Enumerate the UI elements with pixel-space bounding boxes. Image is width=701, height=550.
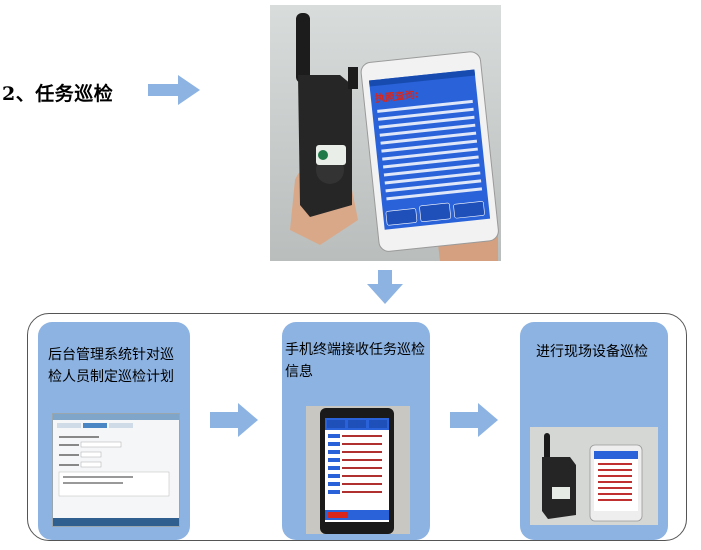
main-photo: 执照查询: bbox=[270, 5, 501, 261]
process-frame bbox=[27, 313, 687, 541]
right-arrow-2 bbox=[450, 403, 498, 437]
device-photo bbox=[530, 427, 658, 525]
phone-photo bbox=[306, 406, 410, 534]
photo-illustration: 执照查询: bbox=[270, 5, 501, 261]
step-panel-3: 进行现场设备巡检 bbox=[520, 322, 668, 540]
step-panel-1: 后台管理系统针对巡检人员制定巡检计划 bbox=[38, 322, 190, 540]
step-label-3: 进行现场设备巡检 bbox=[536, 344, 648, 360]
right-arrow-top bbox=[148, 75, 200, 105]
step-panel-2: 手机终端接收任务巡检信息 bbox=[282, 322, 430, 540]
section-heading: 2、任务巡检 bbox=[2, 83, 114, 105]
down-arrow bbox=[367, 270, 403, 304]
step-label-2: 手机终端接收任务巡检信息 bbox=[285, 342, 425, 380]
right-arrow-1 bbox=[210, 403, 258, 437]
step-label-1: 后台管理系统针对巡检人员制定巡检计划 bbox=[48, 347, 174, 385]
software-screenshot bbox=[52, 413, 180, 527]
